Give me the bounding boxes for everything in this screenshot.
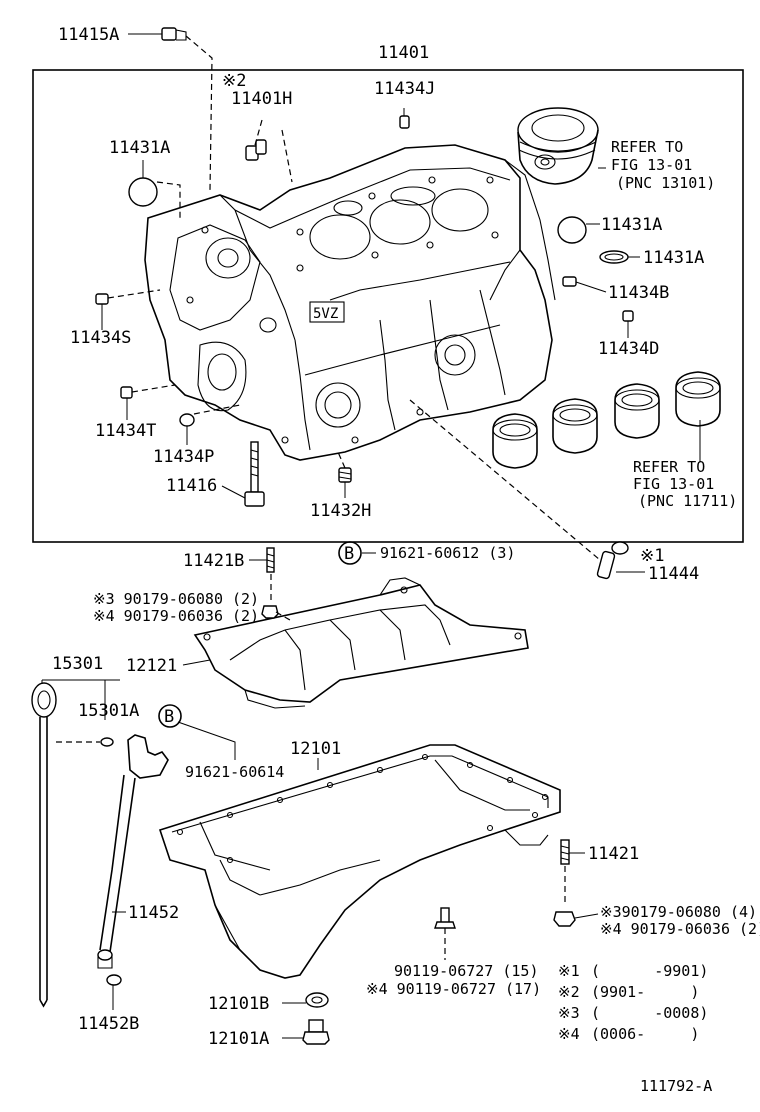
range-note-1-mark: ※1 <box>558 962 580 980</box>
pin-11434d <box>622 310 634 322</box>
range-note-3-mark: ※3 <box>558 1004 580 1022</box>
range-note-2-mark: ※2 <box>558 983 580 1001</box>
block-group-frame <box>32 69 744 543</box>
crankshaft-bearings <box>492 371 721 469</box>
dipstick-15301 <box>31 682 57 1008</box>
pin-11434j <box>399 115 410 129</box>
stud-90119 <box>434 907 456 929</box>
label-11434j: 11434J <box>374 79 435 99</box>
label-11431a-right-2: 11431A <box>643 248 704 268</box>
o-ring-11452b <box>106 974 122 986</box>
drain-plug-12101a <box>302 1019 330 1045</box>
label-11432h: 11432H <box>310 501 371 521</box>
plug-11431a-right-2 <box>599 250 629 264</box>
refer-11711-line2: FIG 13-01 <box>633 475 714 493</box>
block-stamp: 5VZ <box>313 306 338 322</box>
label-12121: 12121 <box>126 656 177 676</box>
label-11452b: 11452B <box>78 1014 139 1034</box>
label-stud-15: 90119-06727 (15) <box>394 962 539 980</box>
nut-90179 <box>261 605 279 619</box>
label-11434p: 11434P <box>153 447 214 467</box>
plug-11431a-right-1 <box>557 216 587 244</box>
label-11421b: 11421B <box>183 551 244 571</box>
cylinder-block-illustration: 5VZ <box>144 144 556 461</box>
plug-11415a <box>161 27 187 41</box>
label-nut-note3: ※390179-06080 (4) <box>600 903 757 921</box>
callout-b-circle-2 <box>158 704 182 728</box>
refer-13101-line2: FIG 13-01 <box>611 156 692 174</box>
label-12101a: 12101A <box>208 1029 269 1049</box>
stud-11421b <box>266 547 275 573</box>
diagram-id: 111792-A <box>640 1077 712 1095</box>
label-11401: 11401 <box>378 43 429 63</box>
gasket-12101b <box>305 992 329 1008</box>
label-11434b: 11434B <box>608 283 669 303</box>
dipstick-guide-11452 <box>97 734 169 969</box>
label-stud-17: ※4 90119-06727 (17) <box>366 980 541 998</box>
note1-mark: ※1 <box>640 546 664 566</box>
callout-b-1: B <box>344 544 354 564</box>
nut-pan <box>553 911 576 927</box>
pin-11401h <box>245 139 267 161</box>
pin-11434b <box>562 276 577 287</box>
pin-11434t <box>120 386 133 399</box>
label-12101b: 12101B <box>208 994 269 1014</box>
label-11434s: 11434S <box>70 328 131 348</box>
label-15301: 15301 <box>52 654 103 674</box>
range-note-4-mark: ※4 <box>558 1025 580 1043</box>
stud-11421 <box>560 839 570 865</box>
plug-11431a-top <box>128 177 158 207</box>
pin-11434s <box>95 293 109 305</box>
range-note-2: (9901- ) <box>591 983 699 1001</box>
oil-baffle-plate-12121 <box>193 577 529 709</box>
note2-mark: ※2 <box>222 71 246 91</box>
label-bolt-note3: ※3 90179-06080 (2) <box>93 590 259 608</box>
label-nut-note4: ※4 90179-06036 (2) <box>600 920 760 938</box>
label-11434t: 11434T <box>95 421 156 441</box>
label-11421: 11421 <box>588 844 639 864</box>
callout-b-circle-1 <box>338 541 362 565</box>
label-91621-60614: 91621-60614 <box>185 763 284 781</box>
label-91621-60612: 91621-60612 (3) <box>380 544 515 562</box>
refer-11711-line3: (PNC 11711) <box>638 492 737 510</box>
sensor-11444 <box>596 541 629 580</box>
plug-11432h <box>338 467 352 483</box>
label-bolt-note4: ※4 90179-06036 (2) <box>93 607 259 625</box>
o-ring-15301a <box>100 737 114 747</box>
label-11431a-right-1: 11431A <box>601 215 662 235</box>
label-15301a: 15301A <box>78 701 139 721</box>
label-11434d: 11434D <box>598 339 659 359</box>
piston-illustration <box>517 107 599 185</box>
label-11416: 11416 <box>166 476 217 496</box>
pin-11434p <box>179 413 195 427</box>
refer-13101-line1: REFER TO <box>611 138 683 156</box>
label-11401h: 11401H <box>231 89 292 109</box>
oil-pan-12101 <box>158 744 561 979</box>
callout-b-2: B <box>164 707 174 727</box>
label-11452: 11452 <box>128 903 179 923</box>
label-12101: 12101 <box>290 739 341 759</box>
label-11431a-top: 11431A <box>109 138 170 158</box>
bolt-11416 <box>244 441 265 507</box>
label-11444: 11444 <box>648 564 699 584</box>
label-11415a: 11415A <box>58 25 119 45</box>
range-note-3: ( -0008) <box>591 1004 708 1022</box>
refer-11711-line1: REFER TO <box>633 458 705 476</box>
range-note-1: ( -9901) <box>591 962 708 980</box>
range-note-4: (0006- ) <box>591 1025 699 1043</box>
refer-13101-line3: (PNC 13101) <box>616 174 715 192</box>
